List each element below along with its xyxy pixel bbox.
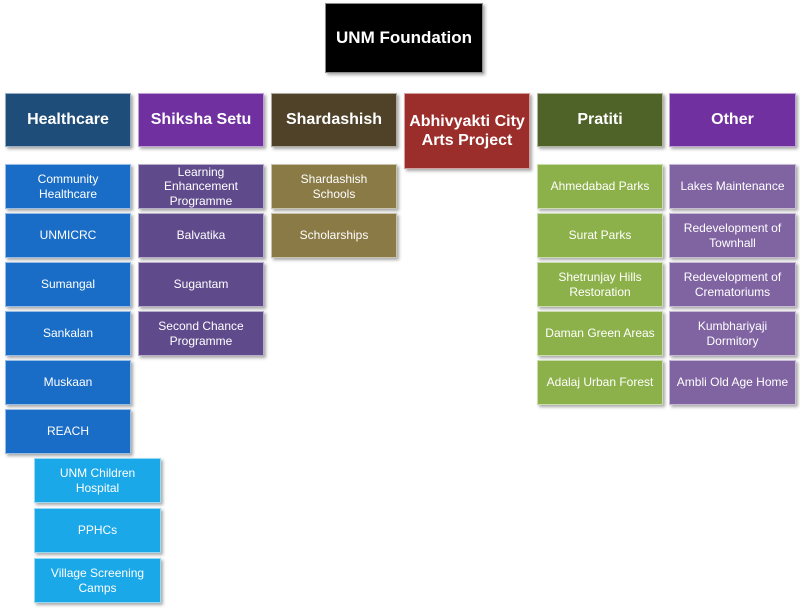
header-other: Other <box>669 93 796 147</box>
header-shiksha-setu: Shiksha Setu <box>138 93 264 147</box>
node-ambli-old-age-home: Ambli Old Age Home <box>669 360 796 405</box>
node-unmicrc: UNMICRC <box>5 213 131 258</box>
node-shardashish-schools: Shardashish Schools <box>271 164 397 209</box>
node-shetrunjay-hills-restoration: Shetrunjay Hills Restoration <box>537 262 663 307</box>
node-community-healthcare: Community Healthcare <box>5 164 131 209</box>
node-muskaan: Muskaan <box>5 360 131 405</box>
node-unm-children-hospital: UNM Children Hospital <box>34 458 161 503</box>
node-sankalan: Sankalan <box>5 311 131 356</box>
node-ahmedabad-parks: Ahmedabad Parks <box>537 164 663 209</box>
node-kumbhariyaji-dormitory: Kumbhariyaji Dormitory <box>669 311 796 356</box>
node-learning-enhancement-programme: Learning Enhancement Programme <box>138 164 264 209</box>
header-abhivyakti: Abhivyakti City Arts Project <box>404 93 530 169</box>
node-pphcs: PPHCs <box>34 508 161 553</box>
node-scholarships: Scholarships <box>271 213 397 258</box>
node-surat-parks: Surat Parks <box>537 213 663 258</box>
node-sumangal: Sumangal <box>5 262 131 307</box>
node-sugantam: Sugantam <box>138 262 264 307</box>
header-pratiti: Pratiti <box>537 93 663 147</box>
node-redevelopment-of-crematoriums: Redevelopment of Crematoriums <box>669 262 796 307</box>
root-node-unm-foundation: UNM Foundation <box>325 3 483 73</box>
node-adalaj-urban-forest: Adalaj Urban Forest <box>537 360 663 405</box>
node-daman-green-areas: Daman Green Areas <box>537 311 663 356</box>
header-shardashish: Shardashish <box>271 93 397 147</box>
node-second-chance-programme: Second Chance Programme <box>138 311 264 356</box>
node-redevelopment-of-townhall: Redevelopment of Townhall <box>669 213 796 258</box>
header-healthcare: Healthcare <box>5 93 131 147</box>
node-lakes-maintenance: Lakes Maintenance <box>669 164 796 209</box>
node-village-screening-camps: Village Screening Camps <box>34 558 161 603</box>
node-balvatika: Balvatika <box>138 213 264 258</box>
node-reach: REACH <box>5 409 131 454</box>
